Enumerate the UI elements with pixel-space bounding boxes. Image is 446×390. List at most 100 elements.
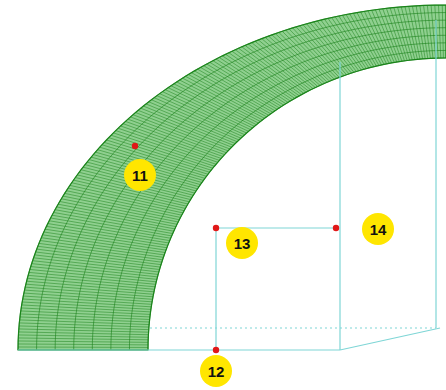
mesh-line — [55, 210, 174, 232]
mesh-line — [49, 221, 170, 241]
mesh-line — [364, 11, 389, 63]
frame-line — [340, 328, 440, 350]
mesh-line — [32, 264, 158, 277]
mesh-line — [20, 317, 149, 322]
mesh-line — [148, 58, 446, 350]
mesh-line — [70, 185, 184, 210]
mesh-line — [30, 269, 156, 281]
mesh-line — [442, 5, 443, 58]
mesh-line — [29, 272, 156, 284]
mesh-line — [133, 115, 228, 151]
mesh-line — [92, 35, 446, 350]
arch-mesh — [18, 5, 446, 350]
callout-number: 12 — [208, 363, 225, 380]
mesh-line — [27, 281, 154, 292]
mesh-line — [324, 19, 361, 70]
mesh-line — [368, 11, 392, 63]
mesh-line — [279, 32, 330, 81]
mesh-line — [409, 6, 420, 59]
mesh-line — [19, 323, 149, 327]
red-point — [213, 347, 219, 353]
mesh-line — [18, 335, 148, 337]
mesh-line — [265, 37, 320, 85]
mesh-line — [314, 22, 354, 72]
mesh-line — [300, 26, 344, 76]
mesh-line — [68, 188, 183, 213]
frame-line — [150, 327, 436, 328]
callout-circle: 11 — [124, 159, 156, 191]
mesh-line — [74, 28, 446, 350]
callout-circle: 14 — [362, 213, 394, 245]
frame-line — [215, 228, 216, 350]
frame-line — [435, 20, 436, 328]
mesh-line — [275, 34, 327, 83]
mesh-line — [25, 287, 153, 297]
mesh-line — [21, 308, 150, 314]
mesh-line — [25, 290, 153, 299]
red-point — [213, 225, 219, 231]
mesh-line — [52, 215, 172, 236]
frame-line — [18, 349, 340, 350]
mesh-line — [143, 106, 235, 143]
callout-number: 13 — [234, 235, 251, 252]
callout-number: 11 — [132, 167, 148, 184]
mesh-line — [136, 113, 230, 149]
mesh-line — [255, 41, 313, 88]
mesh-line — [26, 284, 154, 294]
frame-lines — [18, 20, 440, 350]
mesh-line — [405, 7, 417, 60]
mesh-line — [210, 62, 282, 106]
mesh-line — [41, 238, 164, 255]
mesh-line — [113, 133, 214, 166]
mesh-line — [55, 20, 446, 350]
mesh-line — [296, 27, 342, 77]
mesh-line — [44, 232, 166, 250]
mesh-line — [37, 13, 446, 350]
mesh-line — [439, 5, 441, 58]
mesh-line — [18, 5, 446, 350]
mesh-line — [18, 346, 148, 347]
mesh-line — [138, 110, 232, 147]
mesh-line — [372, 10, 395, 62]
mesh-line — [83, 167, 193, 195]
mesh-line — [219, 57, 288, 102]
mesh-line — [43, 235, 166, 253]
mesh-line — [130, 117, 226, 153]
mesh-line — [21, 311, 150, 317]
mesh-line — [53, 212, 172, 233]
mesh-line — [420, 6, 428, 59]
mesh-line — [20, 320, 150, 325]
mesh-line — [401, 7, 415, 60]
mesh-line — [40, 241, 163, 258]
mesh-line — [18, 338, 148, 340]
mesh-line — [272, 35, 325, 83]
arch-band — [18, 5, 446, 350]
mesh-line — [24, 293, 152, 302]
red-point — [132, 143, 138, 149]
red-point — [333, 225, 339, 231]
mesh-line — [213, 61, 284, 105]
mesh-line — [20, 314, 149, 320]
mesh-line — [427, 5, 433, 58]
mesh-line — [18, 341, 148, 342]
mesh-line — [346, 15, 376, 67]
mesh-line — [19, 332, 149, 335]
mesh-line — [33, 261, 159, 275]
mesh-line — [222, 56, 290, 101]
mesh-line — [125, 121, 222, 156]
callout-circle: 13 — [226, 227, 258, 259]
mesh-line — [269, 36, 323, 84]
mesh-line — [34, 258, 159, 272]
mesh-line — [18, 343, 148, 345]
mesh-line — [129, 50, 446, 350]
mesh-line — [357, 13, 384, 65]
mesh-line — [19, 329, 149, 332]
mesh-line — [31, 267, 157, 280]
mesh-line — [431, 5, 436, 58]
mesh-line — [229, 53, 295, 99]
mesh-line — [390, 8, 407, 61]
frame-line — [339, 62, 340, 350]
mesh-line — [398, 7, 413, 60]
mesh-line — [141, 108, 234, 145]
